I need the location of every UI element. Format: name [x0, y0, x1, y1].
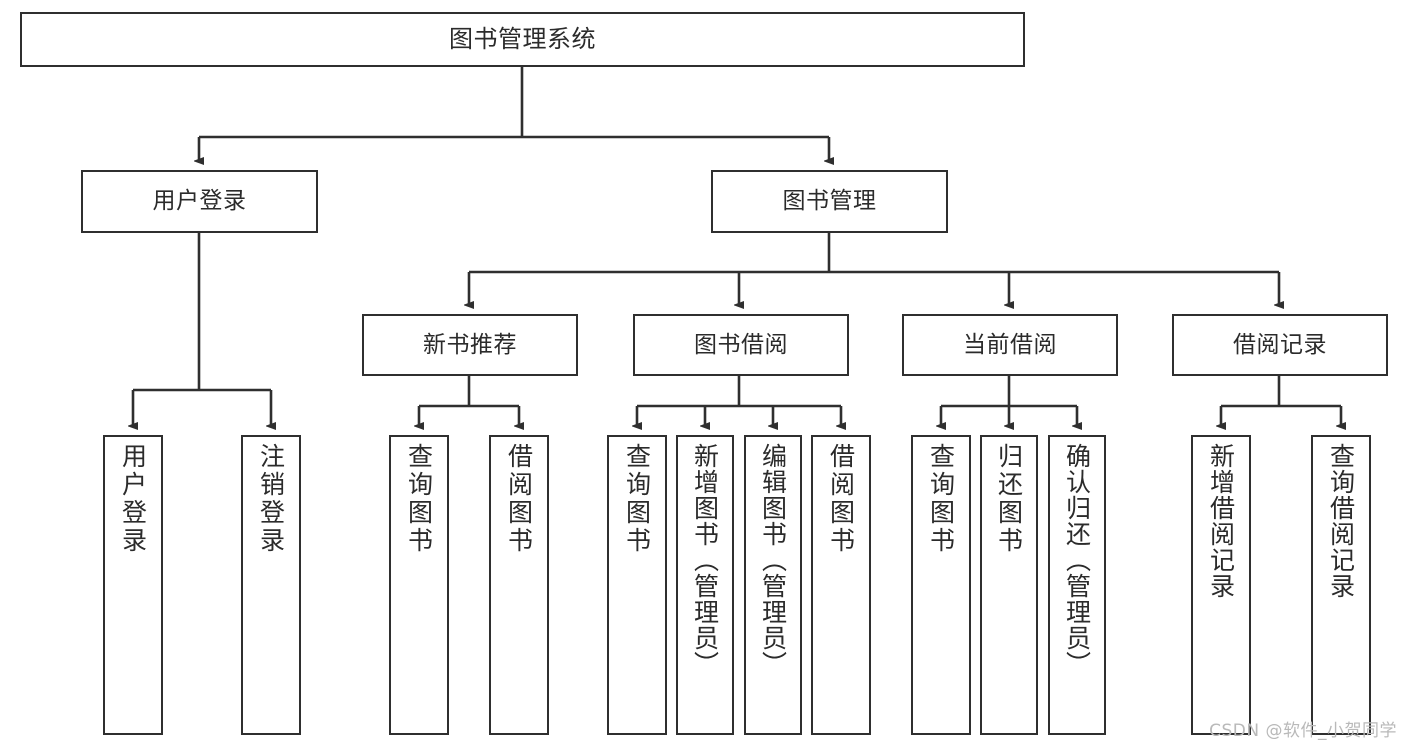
- node-label: 新增借阅记录: [1206, 443, 1236, 599]
- node-label: 查询图书: [404, 443, 434, 555]
- leaf-borrow-book-recommend[interactable]: 借阅图书: [489, 435, 549, 735]
- node-label: 新书推荐: [423, 331, 517, 358]
- leaf-confirm-return-admin[interactable]: 确认归还（管理员）: [1048, 435, 1106, 735]
- node-root-system[interactable]: 图书管理系统: [20, 12, 1025, 67]
- node-label: 新增图书（管理员）: [690, 443, 720, 677]
- node-label: 借阅图书: [826, 443, 856, 555]
- leaf-return-book[interactable]: 归还图书: [980, 435, 1038, 735]
- node-label: 查询图书: [926, 443, 956, 555]
- node-current-borrow[interactable]: 当前借阅: [902, 314, 1118, 376]
- node-label: 当前借阅: [963, 331, 1057, 358]
- leaf-add-borrow-record[interactable]: 新增借阅记录: [1191, 435, 1251, 735]
- leaf-borrow-book[interactable]: 借阅图书: [811, 435, 871, 735]
- node-label: 查询借阅记录: [1326, 443, 1356, 599]
- node-book-borrow[interactable]: 图书借阅: [633, 314, 849, 376]
- node-label: 归还图书: [994, 443, 1024, 555]
- leaf-query-book-borrow[interactable]: 查询图书: [607, 435, 667, 735]
- node-book-management[interactable]: 图书管理: [711, 170, 948, 233]
- watermark-text: CSDN @软件_小贺同学: [1209, 721, 1397, 741]
- node-label: 图书管理: [782, 188, 877, 215]
- node-borrow-records[interactable]: 借阅记录: [1172, 314, 1388, 376]
- leaf-edit-book-admin[interactable]: 编辑图书（管理员）: [744, 435, 802, 735]
- node-label: 用户登录: [152, 188, 247, 215]
- node-label: 图书借阅: [694, 331, 788, 358]
- node-label: 用户登录: [118, 443, 148, 555]
- node-label: 借阅图书: [504, 443, 534, 555]
- leaf-logout[interactable]: 注销登录: [241, 435, 301, 735]
- node-new-book-recommend[interactable]: 新书推荐: [362, 314, 578, 376]
- leaf-user-login[interactable]: 用户登录: [103, 435, 163, 735]
- leaf-query-book-recommend[interactable]: 查询图书: [389, 435, 449, 735]
- node-label: 注销登录: [256, 443, 286, 555]
- leaf-query-book-current[interactable]: 查询图书: [911, 435, 971, 735]
- node-label: 图书管理系统: [449, 24, 596, 53]
- node-label: 查询图书: [622, 443, 652, 555]
- node-label: 编辑图书（管理员）: [758, 443, 788, 677]
- leaf-query-borrow-record[interactable]: 查询借阅记录: [1311, 435, 1371, 735]
- node-label: 确认归还（管理员）: [1062, 443, 1092, 677]
- node-user-login[interactable]: 用户登录: [81, 170, 318, 233]
- node-label: 借阅记录: [1233, 331, 1327, 358]
- leaf-add-book-admin[interactable]: 新增图书（管理员）: [676, 435, 734, 735]
